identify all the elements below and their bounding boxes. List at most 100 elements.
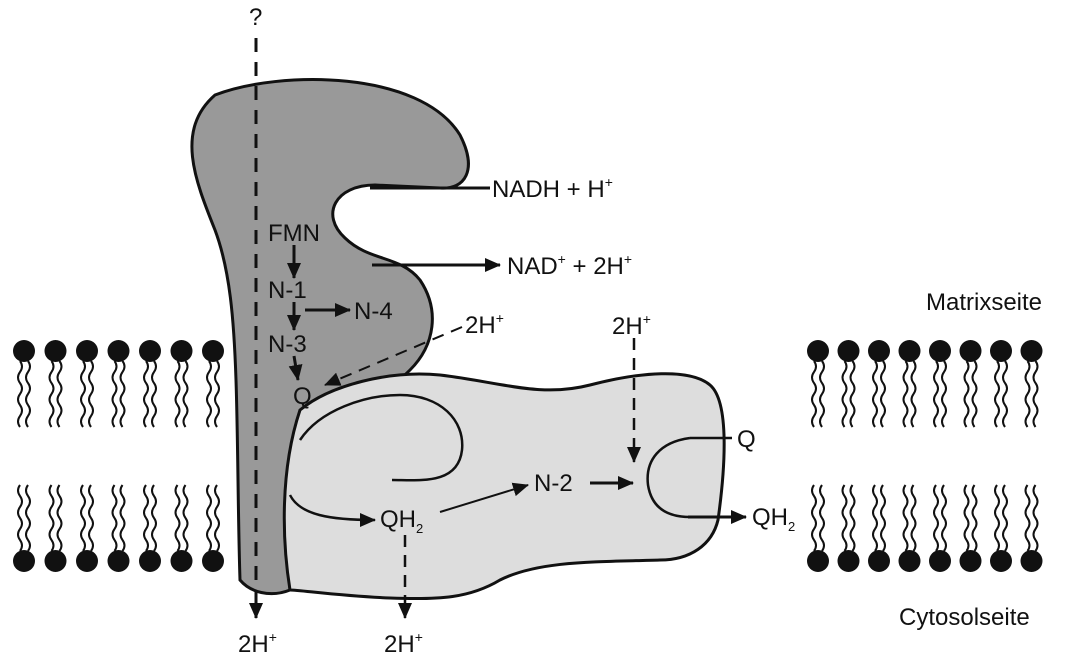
lipid-tail — [912, 485, 916, 551]
question-mark-label: ? — [249, 4, 262, 31]
lipid-tail — [18, 485, 22, 551]
phospholipid-icon — [990, 550, 1012, 572]
lipid-tail — [176, 485, 180, 551]
lipid-tail — [176, 361, 180, 427]
lipid-tail — [942, 361, 946, 427]
cytosol-side-label: Cytosolseite — [899, 604, 1030, 631]
lipid-tail — [965, 485, 969, 551]
lipid-tail — [89, 485, 93, 551]
phospholipid-icon — [171, 550, 193, 572]
phospholipid-icon — [929, 340, 951, 362]
phospholipid-icon — [868, 340, 890, 362]
phospholipid-icon — [76, 550, 98, 572]
phospholipid-icon — [45, 340, 67, 362]
lipid-tail — [873, 485, 877, 551]
lipid-tail — [995, 485, 999, 551]
phospholipid-icon — [807, 550, 829, 572]
lipid-tail — [912, 361, 916, 427]
lipid-tail — [144, 485, 148, 551]
lipid-tail — [215, 361, 219, 427]
lipid-tail — [50, 485, 54, 551]
lipid-tail — [121, 361, 125, 427]
q-inner-label: Q — [293, 383, 312, 410]
phospholipid-icon — [139, 550, 161, 572]
lipid-tail — [973, 485, 977, 551]
lipid-tail — [942, 485, 946, 551]
phospholipid-icon — [899, 340, 921, 362]
phospholipid-icon — [13, 550, 35, 572]
phospholipid-icon — [13, 340, 35, 362]
lipid-tail — [81, 361, 85, 427]
phospholipid-icon — [76, 340, 98, 362]
phospholipid-icon — [899, 550, 921, 572]
lipid-tail — [215, 485, 219, 551]
phospholipid-icon — [202, 340, 224, 362]
membrane-right — [807, 340, 1043, 572]
n2-label: N-2 — [534, 470, 573, 497]
phospholipid-icon — [929, 550, 951, 572]
lipid-tail — [152, 361, 156, 427]
lipid-tail — [1026, 485, 1030, 551]
bottom-left-proton-label: 2H+ — [238, 629, 277, 658]
n4-label: N-4 — [354, 298, 393, 325]
lipid-tail — [904, 485, 908, 551]
lipid-tail — [851, 485, 855, 551]
proton-q-label: 2H+ — [465, 310, 504, 339]
lipid-tail — [152, 485, 156, 551]
lipid-tail — [58, 361, 62, 427]
phospholipid-icon — [139, 340, 161, 362]
lipid-tail — [934, 485, 938, 551]
phospholipid-icon — [960, 340, 982, 362]
nad-label: NAD+ + 2H+ — [507, 251, 632, 280]
lipid-tail — [113, 485, 117, 551]
phospholipid-icon — [108, 340, 130, 362]
phospholipid-icon — [838, 340, 860, 362]
lipid-tail — [121, 485, 125, 551]
lipid-tail — [934, 361, 938, 427]
lipid-tail — [113, 361, 117, 427]
lipid-tail — [144, 361, 148, 427]
phospholipid-icon — [1021, 550, 1043, 572]
phospholipid-icon — [202, 550, 224, 572]
lipid-tail — [881, 485, 885, 551]
lipid-tail — [812, 485, 816, 551]
lipid-tail — [843, 485, 847, 551]
lipid-tail — [873, 361, 877, 427]
lipid-tail — [89, 361, 93, 427]
lipid-tail — [58, 485, 62, 551]
lipid-tail — [881, 361, 885, 427]
phospholipid-icon — [807, 340, 829, 362]
lipid-tail — [851, 361, 855, 427]
phospholipid-icon — [1021, 340, 1043, 362]
lipid-tail — [1034, 485, 1038, 551]
qh2-right-label: QH2 — [752, 504, 795, 534]
lipid-tail — [184, 361, 188, 427]
lipid-tail — [820, 485, 824, 551]
phospholipid-icon — [171, 340, 193, 362]
lipid-tail — [184, 485, 188, 551]
lipid-tail — [18, 361, 22, 427]
lipid-tail — [812, 361, 816, 427]
lipid-tail — [965, 361, 969, 427]
lipid-tail — [904, 361, 908, 427]
lipid-tail — [1026, 361, 1030, 427]
q-right-label: Q — [737, 426, 756, 453]
membrane-left — [13, 340, 224, 572]
matrix-side-label: Matrixseite — [926, 289, 1042, 316]
phospholipid-icon — [838, 550, 860, 572]
phospholipid-icon — [108, 550, 130, 572]
lipid-tail — [1003, 361, 1007, 427]
n3-label: N-3 — [268, 331, 307, 358]
phospholipid-icon — [990, 340, 1012, 362]
lipid-tail — [50, 361, 54, 427]
lipid-tail — [81, 485, 85, 551]
lipid-tail — [1003, 485, 1007, 551]
lipid-tail — [995, 361, 999, 427]
lipid-tail — [207, 361, 211, 427]
phospholipid-icon — [960, 550, 982, 572]
nadh-label: NADH + H+ — [492, 174, 613, 203]
fmn-label: FMN — [268, 220, 320, 247]
phospholipid-icon — [45, 550, 67, 572]
lipid-tail — [820, 361, 824, 427]
